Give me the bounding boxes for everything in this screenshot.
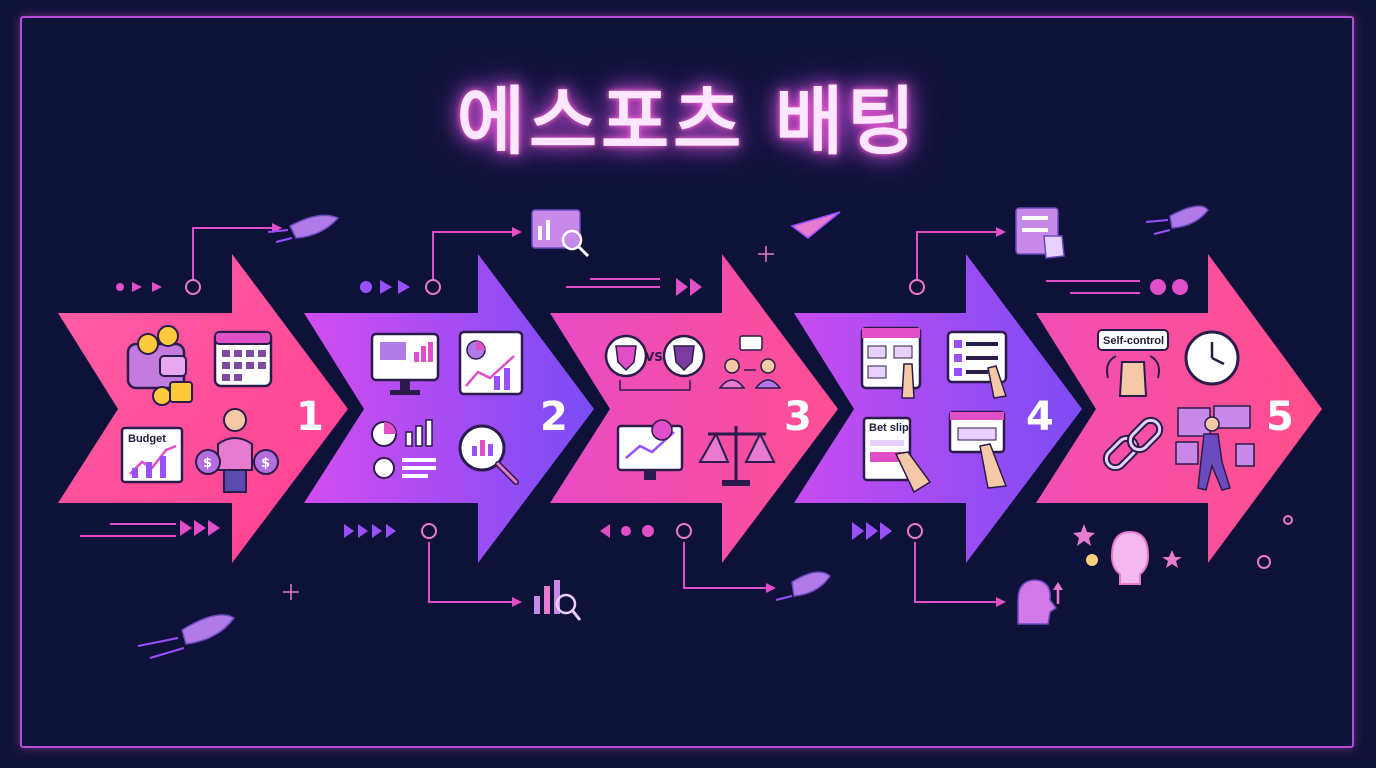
wallet-coins-icon (126, 325, 193, 406)
bet-slip-icon: Bet slip (862, 416, 932, 494)
budget-chart-icon: Budget (120, 426, 184, 484)
svg-text:$: $ (203, 456, 212, 471)
checklist-hand-icon (1015, 207, 1065, 259)
step-number-1: 1 (296, 394, 324, 440)
step-arrow-3 (550, 254, 838, 563)
stats-monitor-icon (616, 419, 684, 480)
self-control-label: Self-control (1103, 335, 1164, 347)
person-money-bags-icon: $ $ (195, 408, 279, 493)
pie-bar-chart-icon (371, 419, 436, 479)
step-number-5: 5 (1266, 394, 1294, 440)
page-title: 에스포츠 배팅 (456, 79, 920, 165)
analytics-report-icon (458, 330, 524, 396)
rocket-icon (267, 214, 340, 243)
walking-away-icon (1175, 405, 1255, 491)
rocket-icon (1145, 205, 1209, 235)
neon-frame (20, 16, 1354, 748)
balance-scale-icon (698, 426, 776, 486)
bet-slip-label: Bet slip (869, 422, 909, 434)
calendar-icon (213, 330, 273, 388)
paper-plane-icon (790, 211, 841, 239)
bar-magnifier-icon (534, 580, 582, 621)
vs-label: VS (645, 350, 663, 364)
report-search-icon (531, 209, 590, 258)
head-growth-icon (1017, 579, 1063, 625)
svg-text:$: $ (261, 456, 270, 471)
chain-link-icon (1102, 416, 1164, 472)
team-vs-icon: VS (604, 334, 706, 391)
budget-label: Budget (128, 433, 166, 445)
connector-lines (192, 227, 996, 603)
dot-arrow-decor (116, 278, 1188, 540)
rocket-icon (137, 614, 236, 659)
checklist-tap-icon (946, 330, 1008, 399)
odds-board-icon (860, 326, 922, 399)
clock-icon (1184, 330, 1240, 386)
monitor-dashboard-icon (370, 332, 440, 395)
lightbulb-icon (1073, 524, 1182, 585)
self-control-icon: Self-control (1097, 329, 1169, 397)
rocket-icon (775, 571, 831, 601)
magnifier-chart-icon (458, 424, 519, 485)
connector-nodes (185, 279, 1293, 569)
confirm-click-icon (948, 410, 1008, 489)
step-number-3: 3 (784, 394, 812, 440)
step-arrow-1 (58, 254, 348, 563)
step-arrow-2 (304, 254, 594, 563)
player-vs-player-icon (718, 335, 782, 389)
sparkle-plus (283, 246, 774, 600)
step-number-4: 4 (1026, 394, 1054, 440)
speed-lines (80, 278, 1140, 537)
step-number-2: 2 (540, 394, 568, 440)
